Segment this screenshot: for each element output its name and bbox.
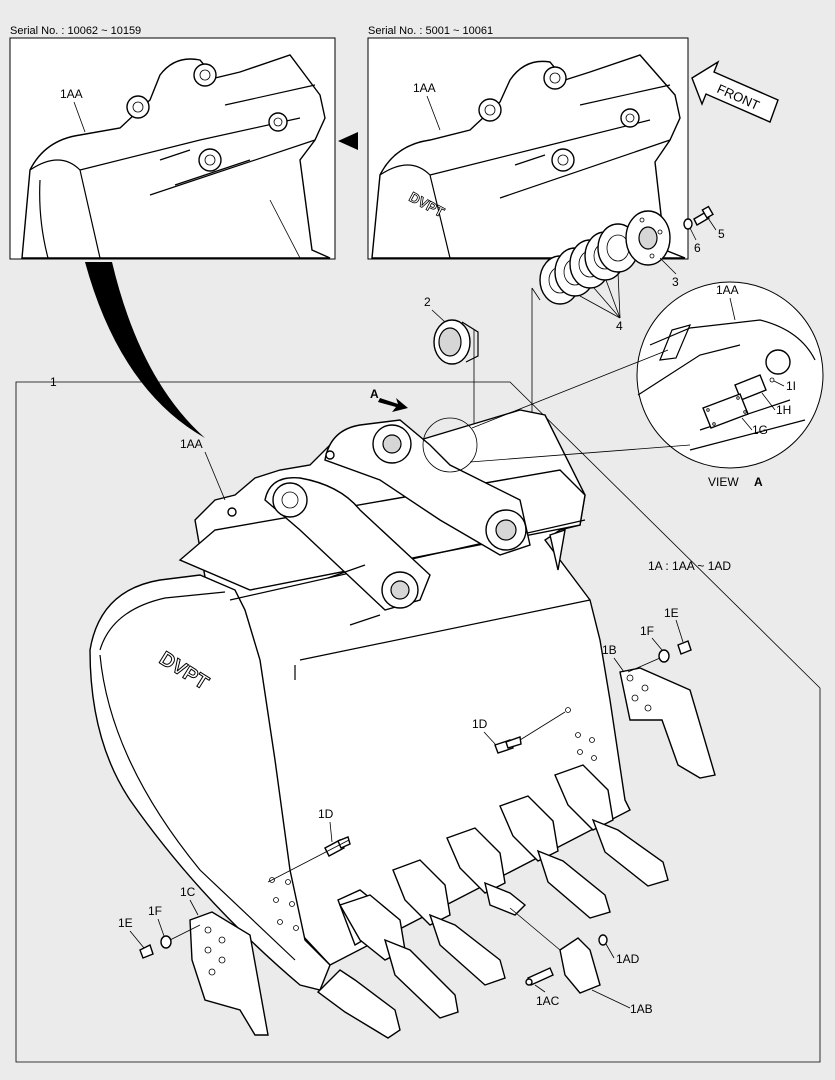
label-3: 3: [672, 275, 679, 289]
front-arrow: FRONT: [691, 60, 779, 123]
label-1AD: 1AD: [616, 952, 640, 966]
part-5-bolt: [693, 205, 714, 226]
view-a-arrow: [378, 398, 408, 412]
tooth: [446, 827, 527, 916]
nut-washer-right: [658, 640, 692, 663]
adapter-1AB: [559, 937, 601, 994]
view-letter: A: [754, 475, 763, 489]
serial-right-label: Serial No. : 5001 ~ 10061: [368, 25, 493, 37]
label-1G: 1G: [752, 423, 768, 437]
label-1AC: 1AC: [536, 994, 560, 1008]
label-1B: 1B: [602, 643, 617, 657]
view-label: VIEW: [708, 475, 739, 489]
inset-left-bucket: [21, 54, 331, 259]
tooth: [338, 894, 459, 1019]
leader-1AA-right: [426, 95, 441, 131]
bolt-1D-lower: [324, 836, 351, 857]
label-1AB: 1AB: [630, 1002, 653, 1016]
view-a-indicator-circle: [422, 417, 478, 473]
pointer-triangle: [338, 132, 358, 150]
part-3-plate: [625, 210, 671, 266]
label-1: 1: [50, 375, 57, 389]
retainer-1AD: [598, 934, 608, 946]
rivet-1I: [769, 377, 775, 383]
assembly-note: 1A : 1AA ~ 1AD: [648, 559, 731, 573]
side-cutter-1B: [619, 667, 716, 779]
label-5: 5: [718, 227, 725, 241]
label-1AA-left: 1AA: [60, 87, 83, 101]
tooth-row: [316, 764, 669, 1039]
tooth: [392, 859, 506, 986]
label-1C: 1C: [180, 885, 196, 899]
label-2: 2: [424, 295, 431, 309]
label-1D-upper: 1D: [472, 717, 488, 731]
view-a-leader-top: [471, 349, 669, 429]
label-4: 4: [616, 319, 623, 333]
curved-arrow: [85, 262, 205, 438]
label-1F-right: 1F: [640, 624, 654, 638]
part-2-plug: [433, 319, 479, 365]
leaders-4: [579, 271, 621, 319]
main-frame: [15, 381, 821, 1063]
arrow-letter-A: A: [370, 387, 379, 401]
leader-1AA-main: [204, 451, 226, 501]
inset-right-bucket: DVPT: [371, 54, 686, 259]
nameplate-1G: [702, 393, 749, 429]
side-cutter-1C: [189, 911, 269, 1036]
label-1AA-view: 1AA: [716, 283, 739, 297]
nut-washer-left: [139, 935, 172, 959]
view-a-leader-bottom: [469, 444, 691, 463]
label-1AA-main: 1AA: [180, 437, 203, 451]
label-6: 6: [694, 241, 701, 255]
main-frame-diagonal: [70, 381, 821, 689]
label-1H: 1H: [776, 403, 791, 417]
pin-1AC: [525, 967, 554, 986]
serial-left-label: Serial No. : 10062 ~ 10159: [10, 25, 141, 37]
view-a-detail: [636, 281, 824, 469]
label-1D-lower: 1D: [318, 807, 334, 821]
tooth: [554, 764, 669, 887]
part-6-washer: [683, 218, 693, 230]
tooth: [499, 795, 611, 919]
label-1AA-right: 1AA: [413, 81, 436, 95]
label-1F-left: 1F: [148, 904, 162, 918]
bolt-1D-upper: [494, 736, 522, 754]
label-1E-right: 1E: [664, 606, 679, 620]
leader-1AA-left: [73, 101, 86, 133]
label-1I: 1I: [786, 379, 796, 393]
label-1E-left: 1E: [118, 916, 133, 930]
